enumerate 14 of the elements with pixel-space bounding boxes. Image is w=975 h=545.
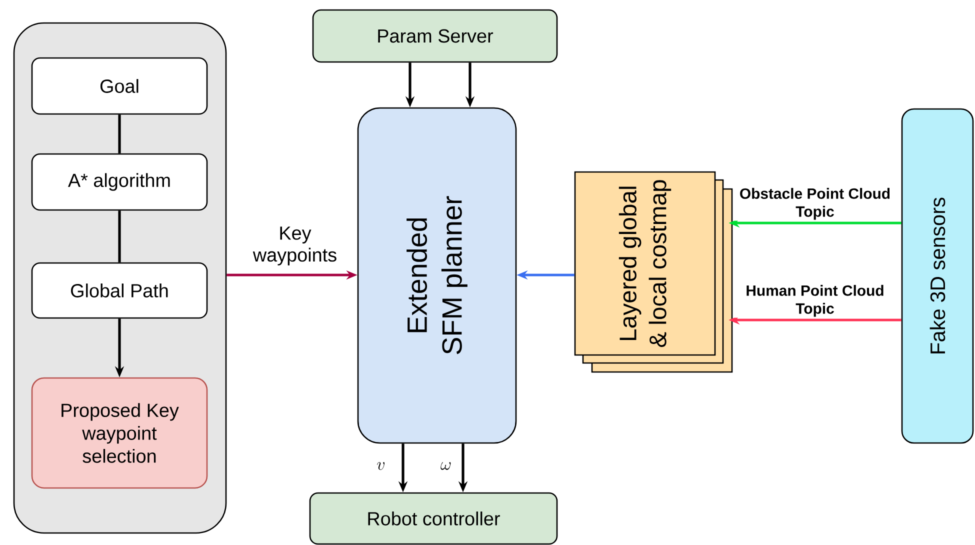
process-box: Global Path — [31, 262, 208, 319]
edge-label: $v$ — [376, 461, 386, 471]
process-box: Goal — [31, 57, 208, 115]
sensor-box: Fake 3D sensors — [901, 108, 974, 444]
edge-label: Human Point Cloud Topic — [734, 284, 896, 318]
process-box: Param Server — [312, 9, 558, 63]
edge-label: Key waypoints — [239, 226, 351, 266]
stacked-sheets: Layered global & local costmap — [574, 171, 733, 373]
process-box: A* algorithm — [31, 153, 208, 211]
process-box: Robot controller — [309, 492, 558, 545]
process-box: Proposed Key waypoint selection — [31, 377, 208, 489]
edge-label: $\omega$ — [439, 461, 453, 471]
edge-label: Obstacle Point Cloud Topic — [734, 186, 896, 221]
planner-box: Extended SFM planner — [357, 107, 517, 444]
